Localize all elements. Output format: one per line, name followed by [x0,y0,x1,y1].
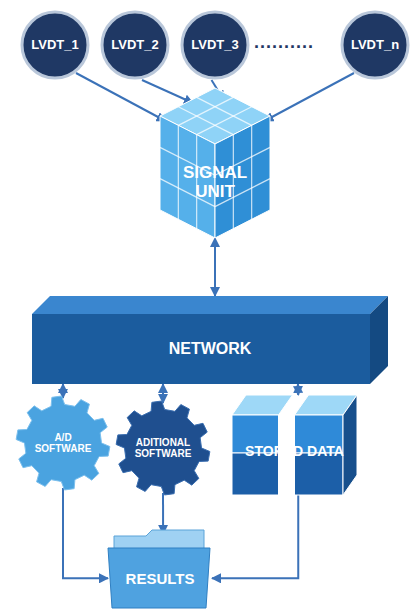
node-label: LVDT_3 [191,38,238,52]
shape-face [108,548,210,608]
flow-arrow [162,384,164,403]
shape-face [295,453,344,495]
ellipsis-label: .......... [254,32,314,53]
flow-arrow [162,493,164,534]
node-label: A/D SOFTWARE [31,432,95,454]
shape-art [108,530,210,608]
text-holder: LVDT_2 [100,10,170,80]
shape-face [232,395,293,415]
text-holder: ADITIONAL SOFTWARE [115,400,211,496]
shape-face [32,296,388,314]
data-store-blocks: STORED DATA [232,395,357,495]
node-label: STORED DATA [245,444,344,459]
shape-art [32,296,388,384]
node-label: LVDT_2 [111,38,158,52]
results-folder-outline [108,530,212,608]
node-label: ADITIONAL SOFTWARE [131,437,195,459]
node-label: RESULTS [126,571,195,588]
flow-arrow [297,384,299,395]
cube-grid [178,125,179,219]
text-holder: A/D SOFTWARE [15,395,111,491]
cube-grid [251,125,252,219]
software-gear: ADITIONAL SOFTWARE [115,400,211,496]
shape-art [22,12,88,78]
shape-art [232,395,357,495]
sensor-circle: LVDT_1 [20,10,90,80]
text-holder: SIGNAL UNIT [160,88,270,238]
text-holder: LVDT_n [340,10,410,80]
sensor-disc [22,12,88,78]
shape-face [370,296,388,384]
node-label: NETWORK [169,340,252,358]
shape-face [32,314,370,384]
text-holder: LVDT_1 [20,10,90,80]
signal-unit-cube: SIGNAL UNIT [160,88,270,238]
sensor-circle: LVDT_3 [180,10,250,80]
shape-face [116,401,210,495]
text-holder: NETWORK [32,296,388,384]
text-holder: STORED DATA [232,395,357,495]
results-folder: RESULTS [108,530,212,608]
shape-face [343,395,357,495]
shape-art [182,12,248,78]
shape-art [342,12,408,78]
node-label: LVDT_n [351,38,399,52]
flow-arrow [212,495,298,578]
shape-art [160,88,270,238]
flow-arrow [62,384,64,398]
shape-art [102,12,168,78]
flow-arrow [265,73,355,121]
flow-arrow [76,73,166,121]
signal-unit-cube-outline [160,88,270,238]
sensor-disc [182,12,248,78]
sensor-circle: LVDT_2 [100,10,170,80]
node-label: SIGNAL UNIT [172,164,258,201]
shape-art [116,401,210,495]
text-holder: RESULTS [108,530,212,608]
flow-arrow [214,238,216,296]
sensor-disc [342,12,408,78]
network-bar: NETWORK [32,296,388,384]
network-bar-outline [32,296,388,384]
software-gear: A/D SOFTWARE [15,395,111,491]
text-holder: LVDT_3 [180,10,250,80]
shape-face [16,396,110,490]
flow-arrow [142,80,193,103]
shape-face [232,453,279,495]
node-label: LVDT_1 [31,38,78,52]
sensor-circle: LVDT_n [340,10,410,80]
flow-arrow [63,488,108,578]
sensor-disc [102,12,168,78]
shape-art [16,396,110,490]
